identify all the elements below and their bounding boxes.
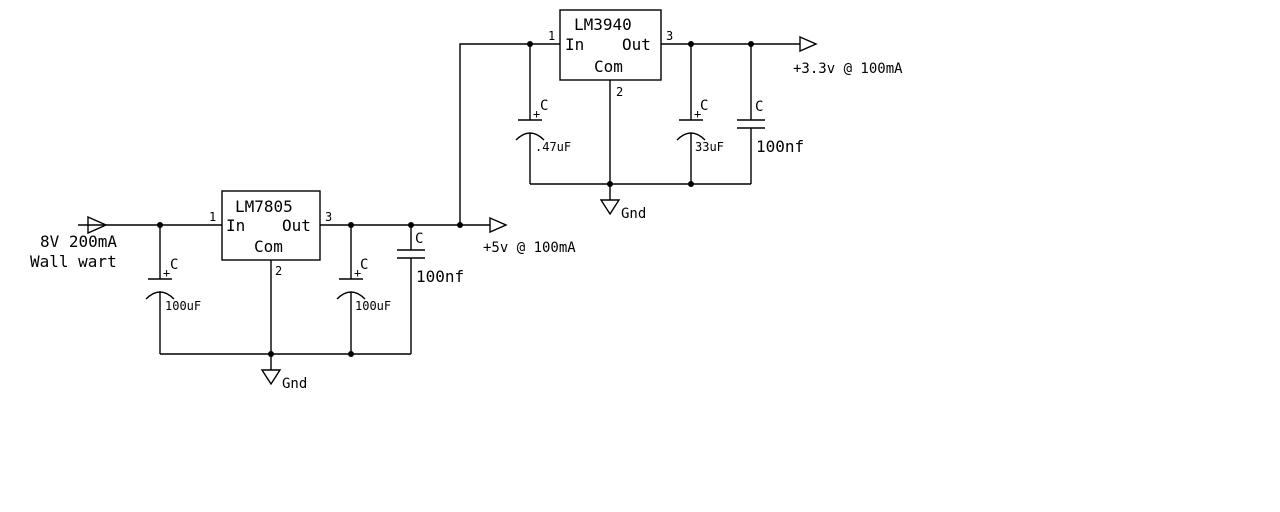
junction-dot bbox=[348, 351, 354, 357]
capacitor-input-100uf: + C 100uF bbox=[145, 225, 201, 354]
lm3940-pin-in: In bbox=[565, 35, 584, 54]
capacitor-3v3-cer-value: 100nf bbox=[756, 137, 804, 156]
wire-5v-to-lm3940 bbox=[459, 43, 560, 225]
ground-symbol-2 bbox=[599, 199, 621, 216]
lm3940-pin1-number: 1 bbox=[548, 29, 555, 43]
lm7805-pin3-number: 3 bbox=[325, 210, 332, 224]
ground-symbol-1 bbox=[260, 369, 282, 386]
capacitor-3v3-input-value: .47uF bbox=[535, 140, 571, 154]
capacitor-3v3-input-047uf: + C .47uF bbox=[515, 44, 571, 184]
capacitor-5v-elec-value: 100uF bbox=[355, 299, 391, 313]
junction-dot bbox=[268, 351, 274, 357]
capacitor-3v3-100nf: C 100nf bbox=[737, 44, 804, 184]
capacitor-3v3-input-ref: C bbox=[540, 98, 548, 114]
lm7805-pin1-number: 1 bbox=[209, 210, 216, 224]
lm7805-pin-in: In bbox=[226, 216, 245, 235]
lm3940-pin-com: Com bbox=[594, 57, 623, 76]
regulator-lm7805: LM7805 In Out Com 1 3 2 bbox=[209, 190, 332, 278]
junction-dot bbox=[607, 181, 613, 187]
capacitor-3v3-elec-value: 33uF bbox=[695, 140, 724, 154]
lm7805-pin-com: Com bbox=[254, 237, 283, 256]
capacitor-3v3-33uf: + C 33uF bbox=[676, 44, 724, 184]
lm3940-name: LM3940 bbox=[574, 15, 632, 34]
capacitor-5v-100uf: + C 100uF bbox=[336, 225, 391, 354]
ground-label-2: Gnd bbox=[621, 206, 646, 222]
input-voltage-label: 8V 200mA bbox=[40, 232, 117, 251]
capacitor-input-ref: C bbox=[170, 257, 178, 273]
capacitor-plus-sign: + bbox=[163, 266, 170, 280]
capacitor-plus-sign: + bbox=[533, 107, 540, 121]
capacitor-plus-sign: + bbox=[354, 266, 361, 280]
lm7805-pin2-number: 2 bbox=[275, 264, 282, 278]
junction-dot bbox=[688, 41, 694, 47]
output-3v3-label: +3.3v @ 100mA bbox=[793, 61, 903, 77]
capacitor-3v3-elec-ref: C bbox=[700, 98, 708, 114]
regulator-lm3940: LM3940 In Out Com 1 3 2 bbox=[548, 9, 673, 99]
capacitor-5v-cer-value: 100nf bbox=[416, 267, 464, 286]
capacitor-input-value: 100uF bbox=[165, 299, 201, 313]
lm7805-name: LM7805 bbox=[235, 197, 293, 216]
capacitor-3v3-cer-ref: C bbox=[755, 99, 763, 115]
lm3940-pin2-number: 2 bbox=[616, 85, 623, 99]
capacitor-5v-elec-ref: C bbox=[360, 257, 368, 273]
lm3940-pin3-number: 3 bbox=[666, 29, 673, 43]
junction-dot bbox=[688, 181, 694, 187]
junction-dot bbox=[748, 41, 754, 47]
output-3v3-arrow bbox=[799, 35, 818, 53]
capacitor-plus-sign: + bbox=[694, 107, 701, 121]
capacitor-5v-100nf: C 100nf bbox=[397, 225, 464, 354]
capacitor-5v-cer-ref: C bbox=[415, 231, 423, 247]
output-5v-label: +5v @ 100mA bbox=[483, 240, 576, 256]
junction-dot bbox=[348, 222, 354, 228]
ground-label-1: Gnd bbox=[282, 376, 307, 392]
output-5v-arrow bbox=[489, 216, 508, 234]
input-source-label: Wall wart bbox=[30, 252, 117, 271]
junction-dot bbox=[157, 222, 163, 228]
lm3940-pin-out: Out bbox=[622, 35, 651, 54]
junction-dot bbox=[527, 41, 533, 47]
lm7805-pin-out: Out bbox=[282, 216, 311, 235]
junction-dot bbox=[408, 222, 414, 228]
